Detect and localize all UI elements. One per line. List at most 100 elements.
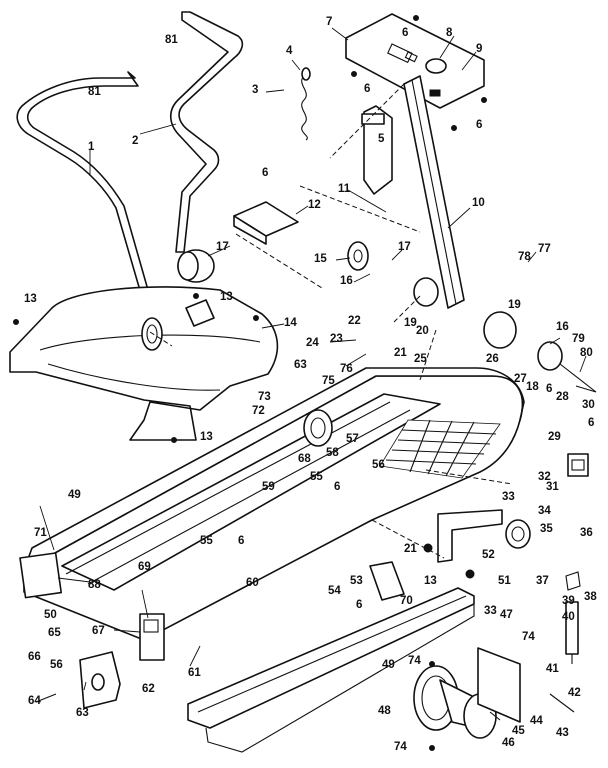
bracket-5 — [361, 105, 393, 195]
part-label-22: 22 — [348, 315, 361, 327]
part-label-12: 12 — [308, 199, 321, 211]
part-label-18: 18 — [526, 381, 539, 393]
part-label-88: 88 — [88, 579, 101, 591]
part-label-16: 16 — [340, 275, 353, 287]
part-label-39: 39 — [562, 595, 575, 607]
part-label-60: 60 — [246, 577, 259, 589]
part-label-78: 78 — [518, 251, 531, 263]
part-label-44: 44 — [530, 715, 543, 727]
part-label-75: 75 — [322, 375, 335, 387]
part-label-55: 55 — [200, 535, 213, 547]
part-label-13: 13 — [220, 291, 233, 303]
part-label-65: 65 — [48, 627, 61, 639]
deck-grid — [379, 419, 501, 479]
part-label-13: 13 — [424, 575, 437, 587]
part-label-32: 32 — [538, 471, 551, 483]
lift-cylinder — [565, 571, 581, 664]
part-label-33: 33 — [484, 605, 497, 617]
side-rail-49 — [187, 587, 475, 753]
part-label-20: 20 — [416, 325, 429, 337]
part-label-43: 43 — [556, 727, 569, 739]
part-label-38: 38 — [584, 591, 597, 603]
part-label-19: 19 — [404, 317, 417, 329]
upright-post — [403, 75, 465, 309]
part-label-17: 17 — [216, 241, 229, 253]
part-label-6: 6 — [356, 599, 362, 611]
part-label-35: 35 — [540, 523, 553, 535]
safety-cord — [301, 67, 311, 141]
part-label-42: 42 — [568, 687, 581, 699]
pulley-79 — [537, 341, 597, 393]
part-label-66: 66 — [28, 651, 41, 663]
part-label-6: 6 — [588, 417, 594, 429]
part-label-55: 55 — [310, 471, 323, 483]
part-label-27: 27 — [514, 373, 527, 385]
part-label-6: 6 — [334, 481, 340, 493]
part-label-6: 6 — [364, 83, 370, 95]
part-label-77: 77 — [538, 243, 551, 255]
part-label-68: 68 — [298, 453, 311, 465]
part-label-52: 52 — [482, 549, 495, 561]
part-label-48: 48 — [378, 705, 391, 717]
part-label-41: 41 — [546, 663, 559, 675]
disc-19b — [483, 311, 517, 349]
part-label-71: 71 — [34, 527, 47, 539]
part-label-62: 62 — [142, 683, 155, 695]
part-label-67: 67 — [92, 625, 105, 637]
part-label-34: 34 — [538, 505, 551, 517]
part-label-15: 15 — [314, 253, 327, 265]
part-label-13: 13 — [200, 431, 213, 443]
part-label-49: 49 — [68, 489, 81, 501]
part-label-81: 81 — [165, 34, 178, 46]
part-label-56: 56 — [50, 659, 63, 671]
part-label-70: 70 — [400, 595, 413, 607]
part-label-79: 79 — [572, 333, 585, 345]
part-label-19: 19 — [508, 299, 521, 311]
part-label-56: 56 — [372, 459, 385, 471]
part-label-23: 23 — [330, 333, 343, 345]
part-label-63: 63 — [294, 359, 307, 371]
base-shroud — [9, 286, 279, 441]
pulley-15 — [347, 241, 369, 271]
part-label-63: 63 — [76, 707, 89, 719]
box-29 — [567, 453, 589, 477]
part-label-36: 36 — [580, 527, 593, 539]
drive-motor — [413, 647, 521, 739]
part-label-6: 6 — [402, 27, 408, 39]
part-label-10: 10 — [472, 197, 485, 209]
part-label-14: 14 — [284, 317, 297, 329]
handlebar-right — [169, 11, 244, 253]
console — [345, 13, 485, 109]
part-label-40: 40 — [562, 611, 575, 623]
part-label-2: 2 — [132, 135, 138, 147]
bracket-52 — [437, 509, 503, 563]
part-label-54: 54 — [328, 585, 341, 597]
part-label-28: 28 — [556, 391, 569, 403]
pulley-17 — [177, 249, 215, 283]
part-label-11: 11 — [338, 183, 351, 195]
bracket-12 — [233, 201, 299, 245]
part-label-51: 51 — [498, 575, 511, 587]
part-label-4: 4 — [286, 45, 293, 57]
roller-58 — [303, 409, 333, 447]
leader-lines — [39, 27, 587, 691]
part-label-61: 61 — [188, 667, 201, 679]
part-label-26: 26 — [486, 353, 499, 365]
part-label-6: 6 — [262, 167, 268, 179]
part-label-74: 74 — [522, 631, 535, 643]
part-label-29: 29 — [548, 431, 561, 443]
part-label-3: 3 — [252, 84, 258, 96]
bracket-70 — [369, 561, 405, 601]
fasteners — [13, 15, 597, 751]
part-label-58: 58 — [326, 447, 339, 459]
part-label-53: 53 — [350, 575, 363, 587]
end-cap-62 — [79, 651, 121, 709]
part-label-17: 17 — [398, 241, 411, 253]
part-label-59: 59 — [262, 481, 275, 493]
part-label-6: 6 — [238, 535, 244, 547]
part-label-24: 24 — [306, 337, 319, 349]
part-label-49: 49 — [382, 659, 395, 671]
handlebar-left — [16, 71, 157, 319]
